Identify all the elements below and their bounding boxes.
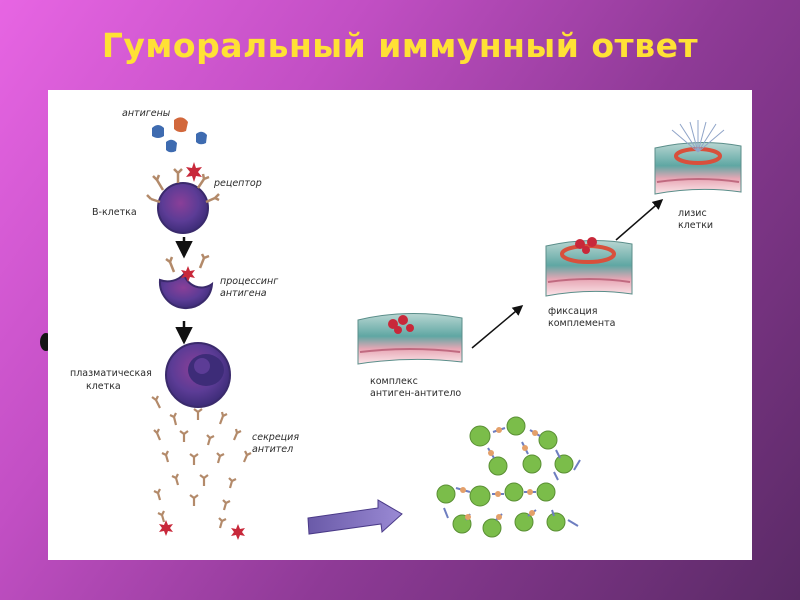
label-plasma-2: клетка <box>86 381 121 392</box>
immune-complex-cluster <box>436 416 581 538</box>
arrow-to-lysis <box>615 199 664 241</box>
membrane-complex <box>357 312 463 365</box>
diagram-artwork <box>146 117 742 540</box>
label-complex-2: антиген-антитело <box>370 388 462 399</box>
label-processing-2: антигена <box>220 288 267 299</box>
plasma-cell <box>165 342 231 408</box>
antigen-group <box>152 117 207 153</box>
label-plasma-1: плазматическая <box>70 368 152 379</box>
label-lysis-1: лизис <box>678 208 707 219</box>
antigen-markers <box>159 520 245 540</box>
label-antigens: антигены <box>122 108 171 119</box>
label-secretion-2: антител <box>252 444 294 455</box>
label-secretion-1: секреция <box>252 432 300 443</box>
arrow-to-cluster <box>307 499 403 535</box>
processing-cell <box>158 253 214 309</box>
arrow-to-fixation <box>471 305 524 349</box>
label-fixation-1: фиксация <box>548 306 598 317</box>
b-cell <box>146 162 220 234</box>
membrane-lysis <box>654 120 742 195</box>
label-processing-1: процессинг <box>220 276 279 287</box>
label-fixation-2: комплемента <box>548 318 616 329</box>
slide-title: Гуморальный иммунный ответ <box>101 26 699 65</box>
label-lysis-2: клетки <box>678 220 714 231</box>
diagram-panel: антигены рецептор В-клетка процессинг ан… <box>48 90 752 560</box>
label-complex-1: комплекс <box>370 376 418 387</box>
label-b-cell: В-клетка <box>92 207 137 218</box>
secreted-antibodies <box>151 395 252 529</box>
label-receptor: рецептор <box>214 178 262 189</box>
membrane-fixation <box>545 237 633 297</box>
